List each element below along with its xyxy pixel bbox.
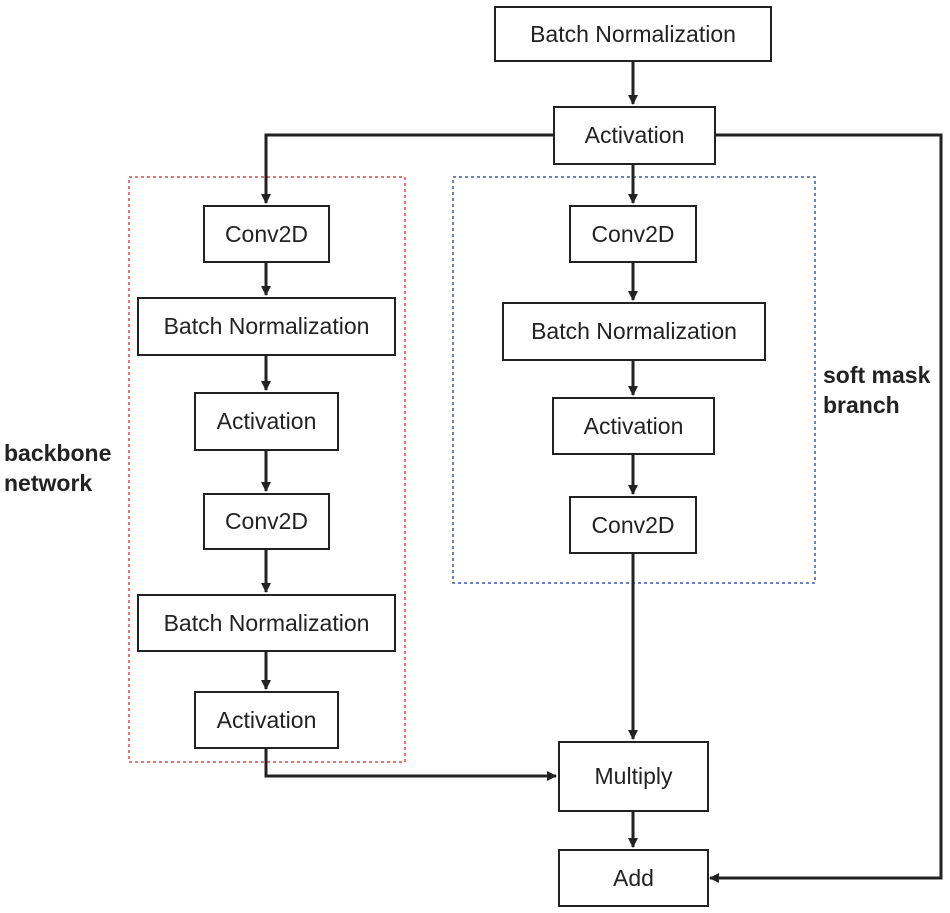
mask-conv2d-node-2: Conv2D (569, 496, 697, 554)
top-activation-node: Activation (553, 106, 716, 165)
backbone-conv2d-node-2: Conv2D (203, 493, 330, 550)
backbone-activation-node-2: Activation (194, 691, 339, 749)
arrow-backbone-to-multiply (264, 749, 557, 781)
mask-batch-normalization-node: Batch Normalization (502, 302, 766, 361)
soft-mask-branch-label: soft mask branch (823, 362, 931, 418)
arrow-activation-to-backbone (261, 133, 553, 204)
multiply-node: Multiply (558, 741, 709, 812)
backbone-batch-normalization-node-2: Batch Normalization (137, 594, 396, 652)
arrow-skip-to-add (709, 133, 943, 883)
backbone-activation-node-1: Activation (194, 392, 339, 451)
backbone-network-label: backbone network (4, 440, 112, 496)
backbone-conv2d-node-1: Conv2D (203, 205, 330, 263)
add-node: Add (558, 849, 709, 907)
mask-conv2d-node-1: Conv2D (569, 205, 697, 263)
top-batch-normalization-node: Batch Normalization (494, 6, 772, 62)
mask-activation-node: Activation (552, 397, 715, 455)
backbone-batch-normalization-node-1: Batch Normalization (137, 297, 396, 356)
